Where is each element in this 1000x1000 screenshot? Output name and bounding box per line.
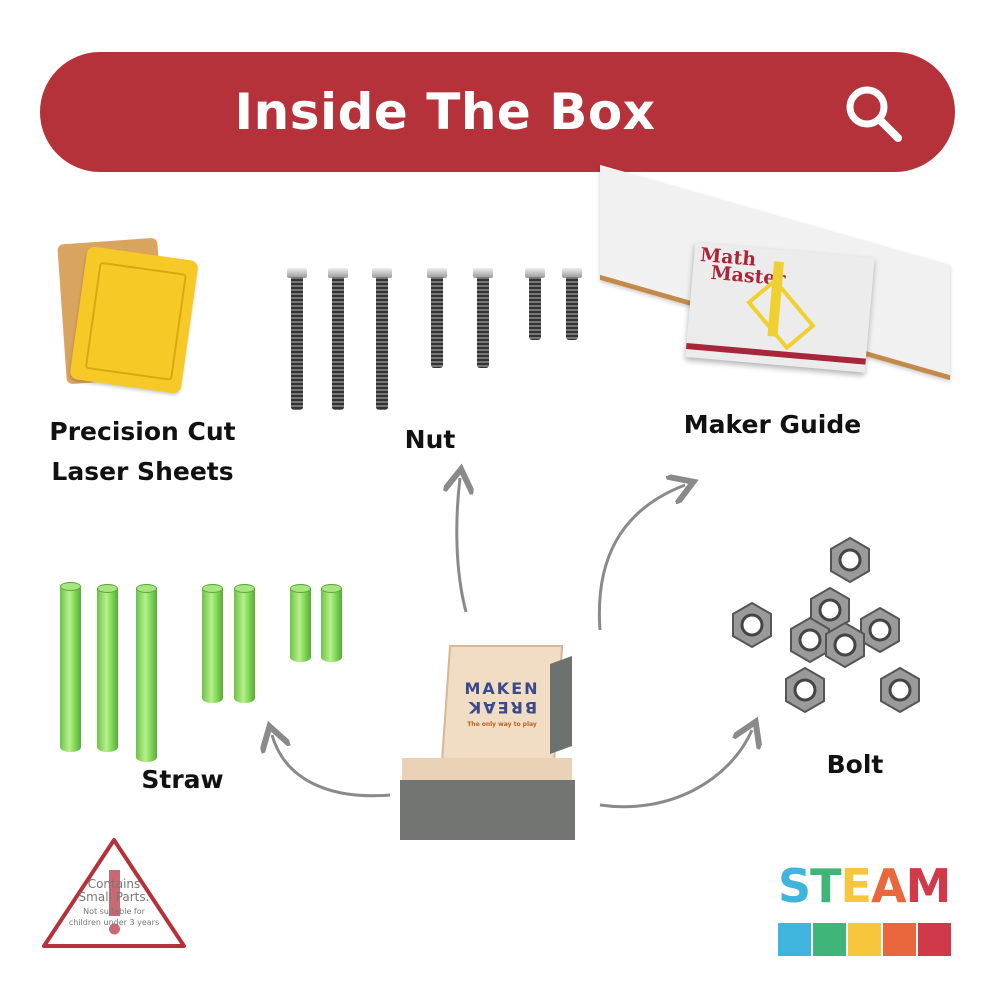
arrow-to-bolt <box>599 730 752 809</box>
maker-guide-label: Maker Guide <box>683 410 862 439</box>
box-brand-line2: BREAK <box>466 698 538 717</box>
box-brand-line1: MAKEN <box>464 679 540 698</box>
small-parts-warning: Contains Small Parts. Not suitable for c… <box>40 836 188 950</box>
steam-letter-a: A <box>870 859 907 913</box>
steam-letter-s: S <box>778 859 811 913</box>
box-tagline: The only way to play <box>467 721 537 728</box>
straw-label: Straw <box>141 765 224 794</box>
arrow-to-straw <box>272 735 391 798</box>
bolt-label: Bolt <box>826 750 884 779</box>
math-calculator-icon <box>918 923 951 956</box>
nut-label: Nut <box>404 425 456 454</box>
page-title: Inside The Box <box>234 83 656 141</box>
laser-sheets-label-line2: Laser Sheets <box>51 457 234 486</box>
bolt-image <box>731 536 921 714</box>
arrow-to-maker-guide <box>597 485 685 631</box>
engineering-ruler-icon <box>848 923 881 956</box>
kit-box-image: MAKEN BREAK The only way to play <box>400 640 580 840</box>
warning-line1: Contains <box>87 877 141 891</box>
steam-letter-e: E <box>840 859 872 913</box>
laser-sheets-label-line1: Precision Cut <box>49 417 236 446</box>
science-flask-icon <box>778 923 811 956</box>
steam-logo: STEAM <box>778 862 958 960</box>
header-banner: Inside The Box <box>40 52 955 172</box>
arrow-to-nut <box>457 478 466 613</box>
warning-line3: Not suitable for <box>83 907 145 916</box>
steam-letter-t: T <box>810 859 841 913</box>
warning-triangle-icon <box>42 838 186 948</box>
art-palette-icon <box>883 923 916 956</box>
steam-letter-m: M <box>905 859 952 913</box>
warning-line2: Small Parts. <box>78 890 150 904</box>
warning-line4: children under 3 years <box>68 918 160 927</box>
technology-gear-icon <box>813 923 846 956</box>
search-icon[interactable] <box>840 80 906 146</box>
